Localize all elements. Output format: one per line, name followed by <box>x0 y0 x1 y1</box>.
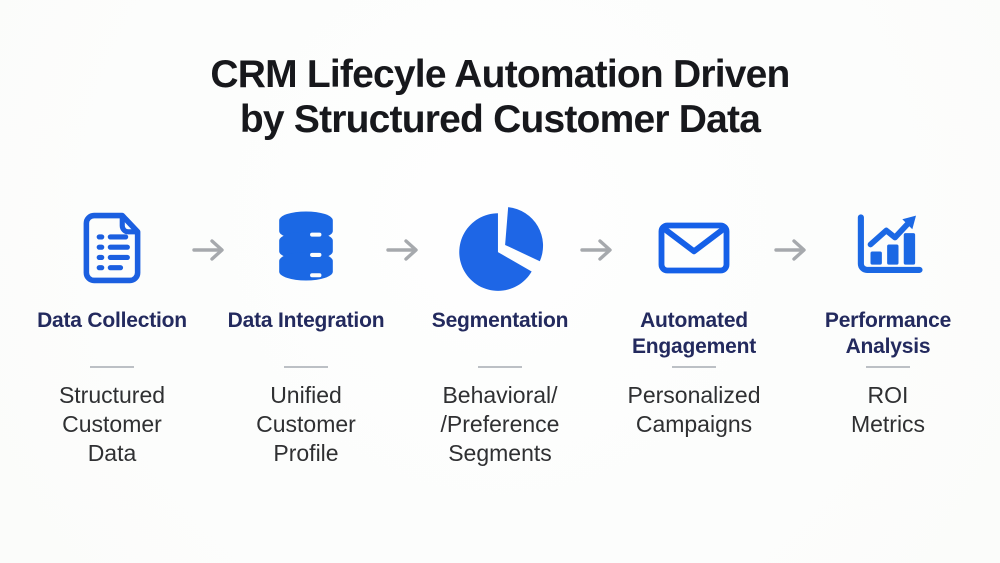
right-arrow-icon <box>580 236 614 264</box>
stage-data-collection: Data Collection Structured Customer Data <box>32 198 192 468</box>
stage-description: Structured Customer Data <box>58 382 166 467</box>
stage-label: Performance Analysis <box>824 309 952 359</box>
divider <box>672 366 716 369</box>
stage-label: Segmentation <box>431 309 569 333</box>
stage-label: Data Integration <box>227 309 385 333</box>
document-list-icon <box>71 198 153 298</box>
stage-label: Data Collection <box>37 309 187 333</box>
stage-segmentation: Segmentation Behavioral/ /Preference Seg… <box>420 198 580 468</box>
stage-description: Unified Customer Profile <box>256 382 356 467</box>
process-flow: Data Collection Structured Customer Data <box>0 198 1000 468</box>
divider <box>284 366 328 369</box>
right-arrow-icon <box>192 236 226 264</box>
stage-description: ROI Metrics <box>850 382 926 438</box>
page-title: CRM Lifecyle Automation Driven by Struct… <box>0 52 1000 142</box>
divider <box>478 366 522 369</box>
database-icon <box>267 198 345 298</box>
stage-description: Personalized Campaigns <box>627 382 761 438</box>
stage-label: Automated Engagement <box>631 309 757 359</box>
bar-chart-trend-icon <box>846 198 930 298</box>
divider <box>866 366 910 369</box>
stage-description: Behavioral/ /Preference Segments <box>440 382 560 467</box>
title-line-1: CRM Lifecyle Automation Driven <box>210 53 790 96</box>
pie-chart-icon <box>451 198 549 298</box>
right-arrow-icon <box>386 236 420 264</box>
stage-automated-engagement: Automated Engagement Personalized Campai… <box>614 198 774 439</box>
right-arrow-icon <box>774 236 808 264</box>
divider <box>90 366 134 369</box>
title-line-2: by Structured Customer Data <box>239 98 761 142</box>
stage-performance-analysis: Performance Analysis ROI Metrics <box>808 198 968 439</box>
stage-data-integration: Data Integration Unified Customer Profil… <box>226 198 386 468</box>
envelope-icon <box>654 198 734 298</box>
